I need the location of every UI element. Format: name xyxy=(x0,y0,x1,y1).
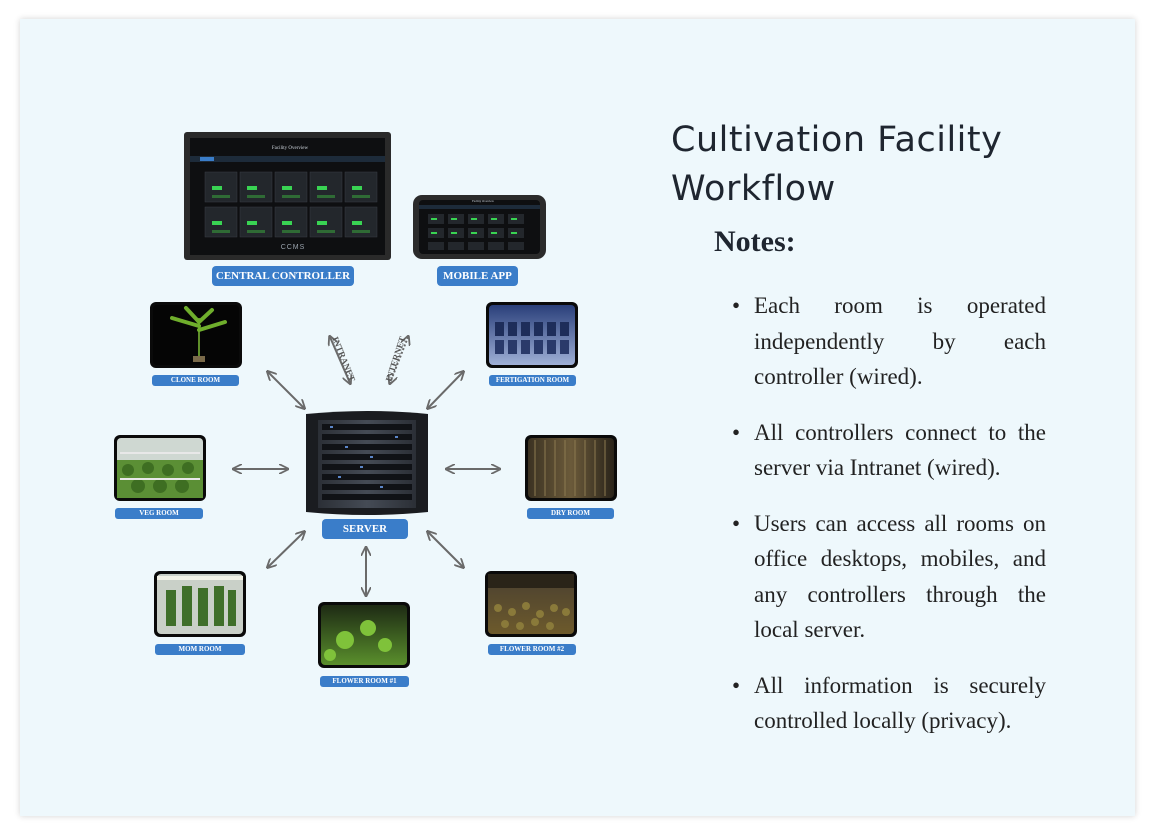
server-device xyxy=(306,411,428,515)
central-controller-device xyxy=(184,132,391,260)
flower-room-2-image xyxy=(485,571,577,637)
note-text: Users can access all rooms on office des… xyxy=(754,510,1046,643)
note-text: All controllers connect to the server vi… xyxy=(754,419,1046,481)
mom-room-label: MOM ROOM xyxy=(155,644,245,655)
notes-heading: Notes: xyxy=(714,225,796,258)
flower-room-1-image xyxy=(318,602,410,668)
list-item: •Each room is operated independently by … xyxy=(732,293,1046,389)
clone-room-image xyxy=(150,302,242,368)
mobile-device xyxy=(413,195,546,259)
mom-room-image xyxy=(154,571,246,637)
notes-list: •Each room is operated independently by … xyxy=(730,288,1046,759)
veg-room-image xyxy=(114,435,206,501)
list-item: •Users can access all rooms on office de… xyxy=(732,510,1046,643)
flower-room-1-label: FLOWER ROOM #1 xyxy=(320,676,409,687)
clone-room-label: CLONE ROOM xyxy=(152,375,239,386)
note-text: Each room is operated independently by e… xyxy=(754,293,1046,389)
mobile-app-label: MOBILE APP xyxy=(437,266,518,286)
central-controller-label: CENTRAL CONTROLLER xyxy=(212,266,354,286)
mobile-screen-title: Facility Overview xyxy=(472,199,494,203)
page-title: Cultivation Facility Workflow xyxy=(671,120,1003,209)
note-text: All information is securely controlled l… xyxy=(754,672,1046,734)
list-item: •All information is securely controlled … xyxy=(732,672,1046,734)
dry-room-image xyxy=(525,435,617,501)
flower-room-2-label: FLOWER ROOM #2 xyxy=(488,644,576,655)
veg-room-label: VEG ROOM xyxy=(115,508,203,519)
dry-room-label: DRY ROOM xyxy=(527,508,614,519)
fertigation-room-image xyxy=(486,302,578,368)
connection-arrows xyxy=(234,337,499,595)
fertigation-room-label: FERTIGATION ROOM xyxy=(489,375,576,386)
list-item: •All controllers connect to the server v… xyxy=(732,419,1046,481)
controller-brand: CCMS xyxy=(280,244,306,251)
server-label: SERVER xyxy=(322,519,408,539)
controller-screen-title: Facility Overview xyxy=(271,146,309,151)
